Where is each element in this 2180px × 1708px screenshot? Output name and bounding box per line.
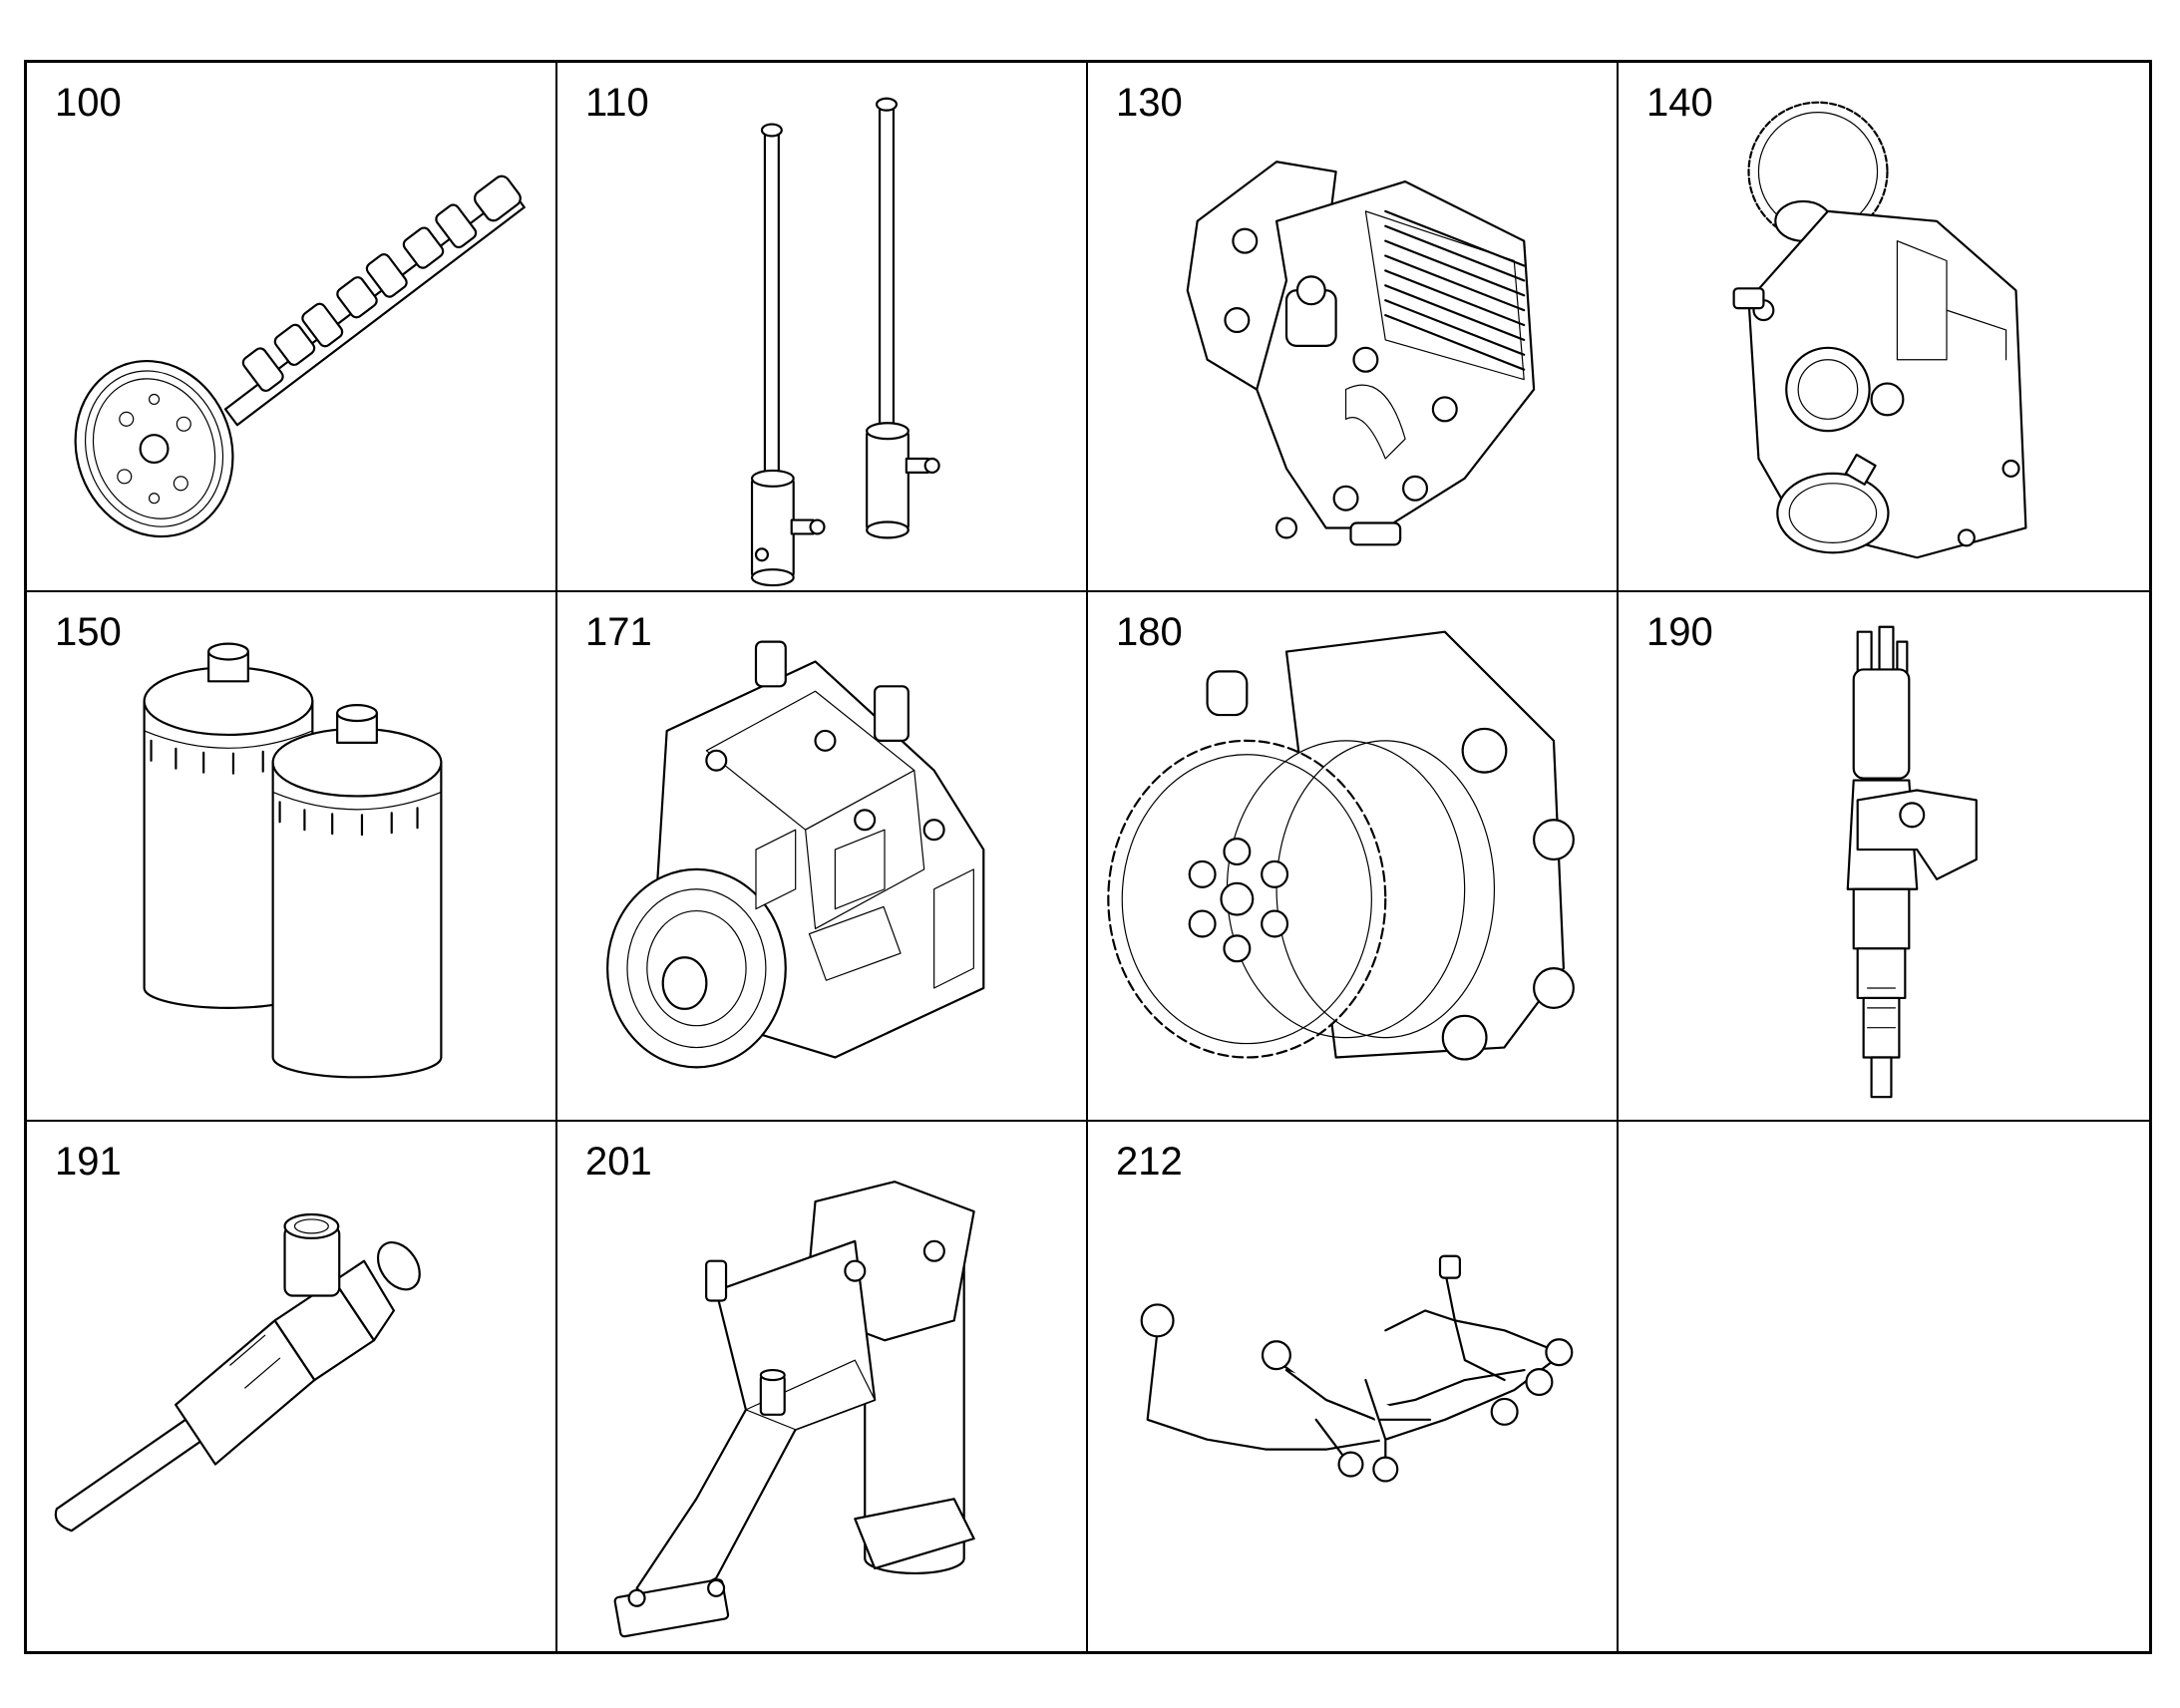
part-cell-191[interactable]: 191 [27,1122,557,1651]
part-cell-130[interactable]: 130 [1088,63,1619,592]
part-number: 130 [1116,81,1183,125]
camshaft-icon [74,174,526,538]
nozzle-holder-icon [54,1212,421,1533]
filter-cartridges-icon [143,642,443,1079]
part-number: 110 [585,81,649,125]
fuel-line-harness-icon [1140,1254,1574,1483]
drive-gear-assembly-icon [1107,630,1575,1061]
part-number: 190 [1646,610,1713,654]
part-cell-180[interactable]: 180 [1088,592,1619,1122]
part-cell-212[interactable]: 212 [1088,1122,1619,1651]
part-number: 140 [1646,81,1713,125]
part-number: 150 [55,610,122,654]
parts-grid: 100 110 [24,60,2152,1654]
injector-icon [1846,625,1978,1099]
filter-bracket-icon [613,1181,975,1638]
part-number: 100 [55,81,122,125]
part-cell-201[interactable]: 201 [557,1122,1088,1651]
part-cell-110[interactable]: 110 [557,63,1088,592]
part-cell-150[interactable]: 150 [27,592,557,1122]
oil-cooler-housing-icon [1186,161,1536,546]
part-cell-171[interactable]: 171 [557,592,1088,1122]
part-cell-empty [1619,1122,2149,1651]
part-number: 191 [55,1140,122,1184]
part-cell-140[interactable]: 140 [1619,63,2149,592]
push-rods-icon [750,97,940,587]
part-number: 201 [585,1140,652,1184]
part-cell-190[interactable]: 190 [1619,592,2149,1122]
gear-housing-icon [1732,101,2027,559]
part-number: 171 [585,610,652,654]
part-number: 212 [1116,1140,1183,1184]
high-pressure-pump-icon [606,640,985,1069]
part-cell-100[interactable]: 100 [27,63,557,592]
part-number: 180 [1116,610,1183,654]
